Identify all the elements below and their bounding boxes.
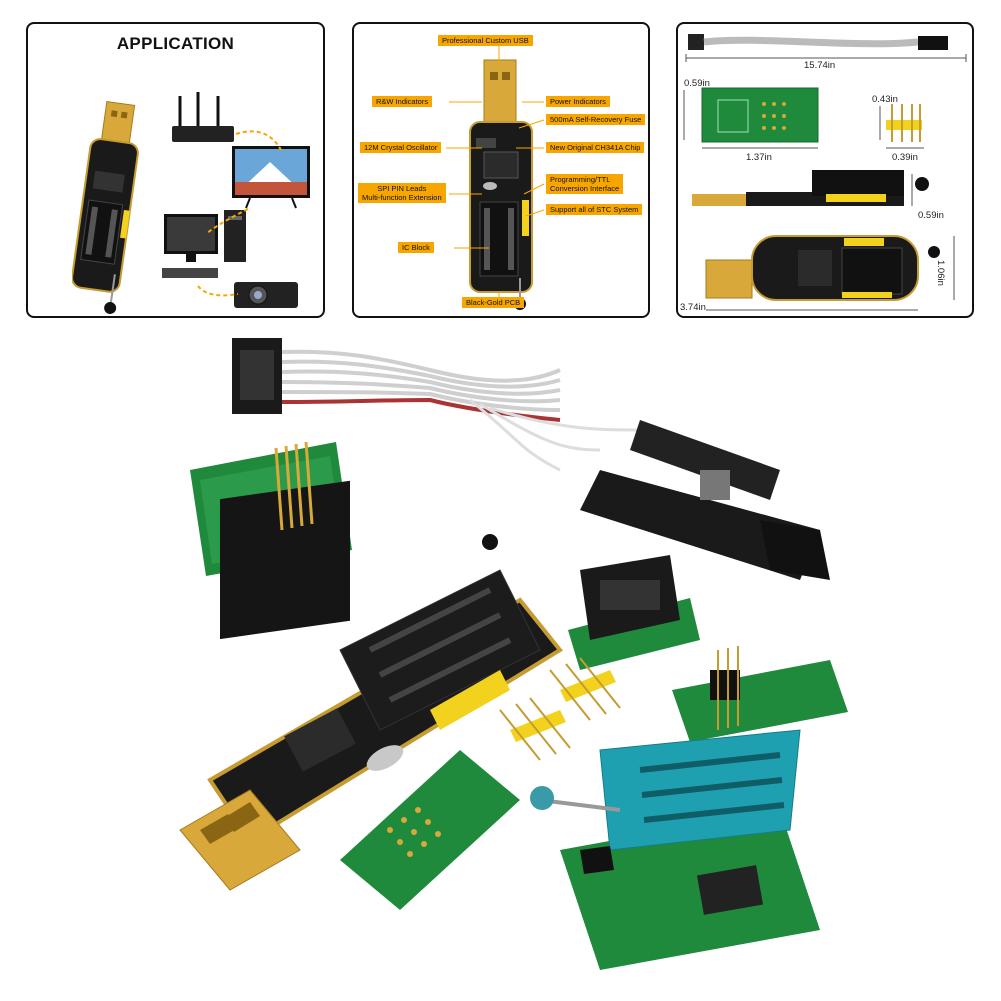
ch341a-programmer [179,534,563,891]
callout-ttl-line1: Programming/TTL [550,175,611,184]
soic-test-clip [580,420,830,580]
programmer-board-illustration [469,59,533,310]
pin-headers [499,657,621,761]
dim-programmer-length: 3.74in [680,302,706,313]
callout-usb: Professional Custom USB [438,35,533,46]
callout-chip: New Original CH341A Chip [546,142,645,153]
dim-programmer-height: 1.06in [935,260,946,286]
router-icon [172,92,234,142]
box-header-adapter [568,555,700,670]
callout-ttl: Programming/TTL Conversion Interface [546,174,624,194]
dimension-drawings [683,34,967,311]
dim-cable-length: 15.74in [804,60,836,71]
programmer-illustration [72,100,139,315]
dim-header-height: 0.43in [872,94,898,105]
callout-spi-leads: SPI PIN Leads Multi-function Extension [358,183,446,203]
tv-icon [232,146,310,209]
ribbon-cable [232,338,641,472]
product-kit-illustration [179,338,848,970]
callout-power-indicators: Power Indicators [546,96,610,107]
callout-pcb: Black-Gold PCB [462,297,525,308]
callout-ttl-line2: Conversion Interface [550,184,620,193]
dimensions-panel: 15.74in 0.59in 1.37in 0.43in 0.39in 0.59… [676,22,974,318]
callout-spi-line1: SPI PIN Leads [377,184,427,193]
dim-adapter-length: 1.37in [746,152,772,163]
callout-spi-line2: Multi-function Extension [362,193,442,202]
dim-programmer-depth: 0.59in [918,210,944,221]
projector-icon [234,282,298,308]
callout-ic-block: IC Block [398,242,434,253]
callout-leaders [446,46,545,300]
callout-crystal: 12M Crystal Oscillator [360,142,442,153]
callout-stc: Support all of STC System [546,204,643,215]
features-panel: Professional Custom USB R&W Indicators P… [352,22,650,318]
connection-lines [197,130,283,297]
callout-fuse: 500mA Self-Recovery Fuse [546,114,646,125]
dim-adapter-width-small: 0.59in [684,78,710,89]
callout-rw-indicators: R&W Indicators [372,96,433,107]
dim-header-width: 0.39in [892,152,918,163]
dip-adapter-board [340,750,520,910]
sop-adapter-small [672,646,848,742]
application-title: APPLICATION [116,34,235,53]
voltage-adapter-zif [530,729,820,970]
computer-icon [162,210,246,278]
application-panel: APPLICATION [26,22,325,318]
sop8-adapter-board [190,441,352,640]
